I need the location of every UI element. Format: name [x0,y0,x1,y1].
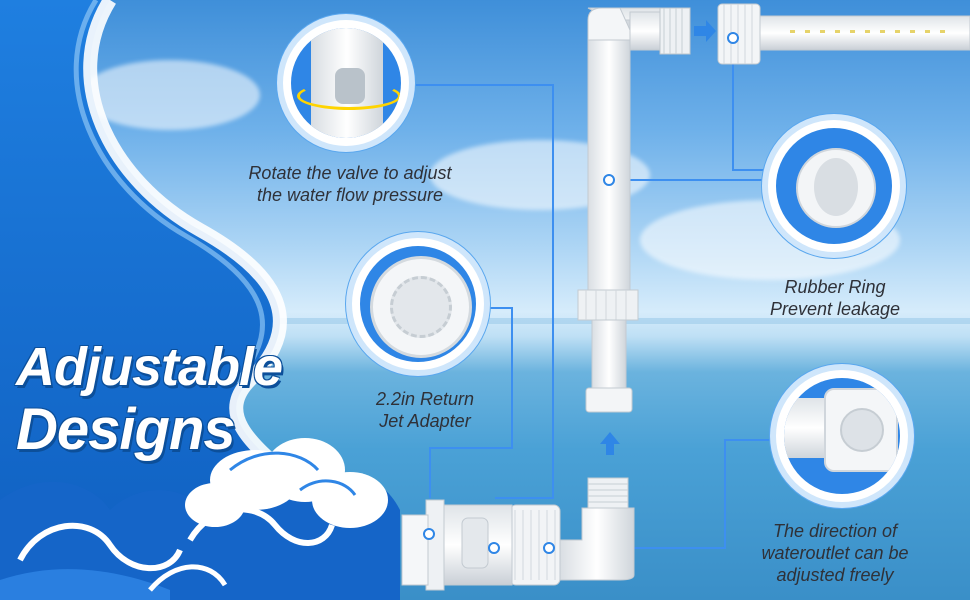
blue-wave-panel [0,0,330,600]
sky-cloud [80,60,260,130]
leader-dot [727,32,739,44]
outlet-detail-circle [776,370,908,502]
pipe-assembly [401,3,970,591]
leader-dot [488,542,500,554]
valve-caption-line1: Rotate the valve to adjust [248,163,452,183]
outlet-caption-line3: adjusted freely [776,565,894,585]
leader-lines [405,38,780,549]
ring-detail-circle [768,120,900,252]
adapter-caption-line1: 2.2in Return [375,389,475,409]
adapter-detail-image [360,246,476,362]
outlet-caption: The direction of wateroutlet can be adju… [735,520,935,586]
leader-dot [543,542,555,554]
headline-line1: Adjustable [16,337,283,397]
adapter-caption-line2: Jet Adapter [379,411,471,431]
valve-detail-image [291,28,401,138]
adapter-detail-circle [352,238,484,370]
valve-caption-line2: the water flow pressure [256,185,444,205]
valve-detail-circle [283,20,409,146]
sea-horizon [0,318,970,324]
headline-line2: Designs [16,397,236,462]
outlet-detail-image [784,378,900,494]
ring-detail-image [776,128,892,244]
outlet-caption-line1: The direction of [772,521,898,541]
ring-caption-line1: Rubber Ring [784,277,886,297]
wave-illustration [0,438,400,600]
valve-caption: Rotate the valve to adjust the water flo… [215,162,485,206]
adapter-caption: 2.2in Return Jet Adapter [340,388,510,432]
ring-caption-line2: Prevent leakage [769,299,901,319]
outlet-caption-line2: wateroutlet can be [761,543,909,563]
leader-dot [603,174,615,186]
ring-caption: Rubber Ring Prevent leakage [740,276,930,320]
leader-dot [423,528,435,540]
